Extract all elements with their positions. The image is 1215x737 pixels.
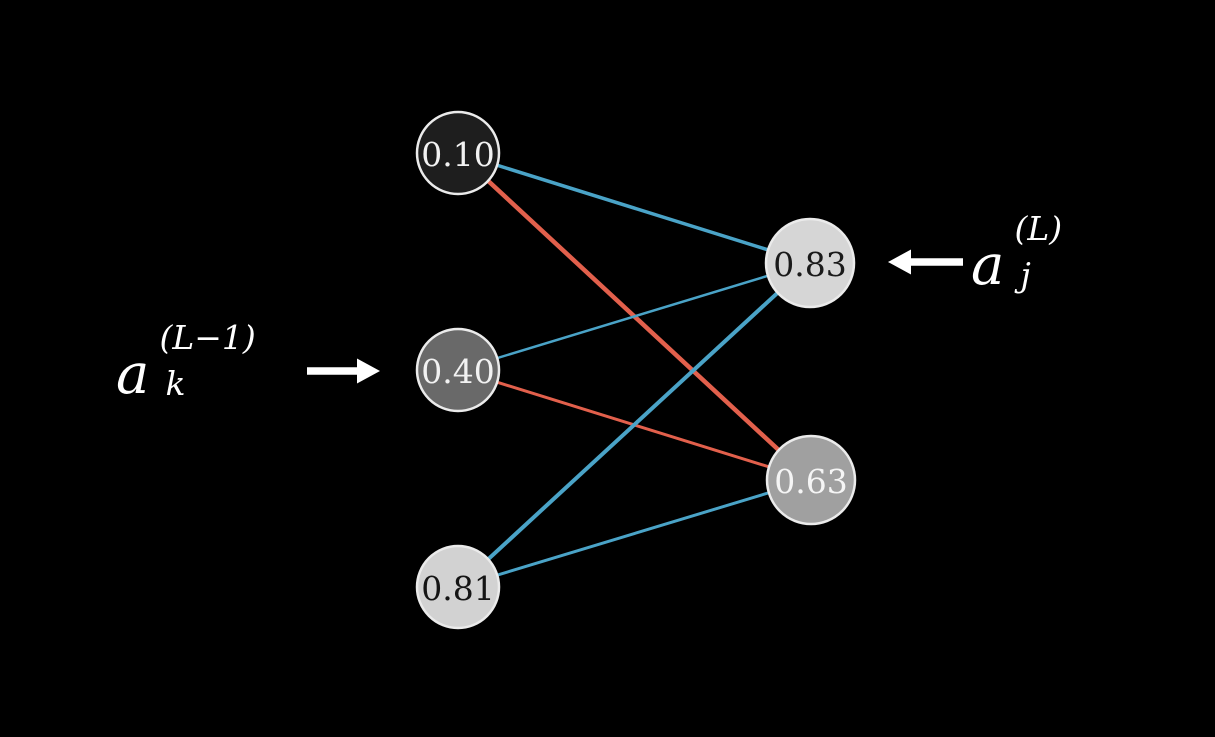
label-right-scripts: (L) j xyxy=(1014,212,1062,291)
weight-edge-k3-j1-positive xyxy=(456,261,812,589)
neuron-j2-activation-value: 0.63 xyxy=(774,462,847,501)
neuron-k2 xyxy=(415,327,501,413)
neuron-k3 xyxy=(415,544,501,630)
label-activation-prev-layer: a (L−1) k xyxy=(116,321,256,407)
weight-edge-k3-j2-positive xyxy=(456,478,813,589)
label-left-base: a xyxy=(116,342,150,407)
neuron-j1-activation-value: 0.83 xyxy=(773,245,846,284)
label-left-subscript: k xyxy=(165,364,186,403)
label-right-superscript: (L) xyxy=(1014,209,1063,248)
arrow-to-prev-layer-head-icon xyxy=(357,358,380,384)
weight-edge-k1-j1-positive xyxy=(456,151,812,265)
neuron-k3-activation-value: 0.81 xyxy=(421,569,494,608)
label-right-base: a xyxy=(971,233,1005,298)
neuron-k2-activation-value: 0.40 xyxy=(421,352,494,391)
weight-edge-k2-j1-positive xyxy=(456,261,812,372)
neuron-k1 xyxy=(415,110,501,196)
label-left-superscript: (L−1) xyxy=(159,318,256,357)
neuron-j2 xyxy=(765,434,857,526)
arrow-to-next-layer-head-icon xyxy=(888,249,911,275)
label-right-subscript: j xyxy=(1020,255,1031,294)
neuron-j1 xyxy=(764,217,856,309)
label-activation-next-layer: a (L) j xyxy=(971,212,1062,298)
label-left-scripts: (L−1) k xyxy=(159,321,255,400)
neuron-k1-activation-value: 0.10 xyxy=(421,135,494,174)
